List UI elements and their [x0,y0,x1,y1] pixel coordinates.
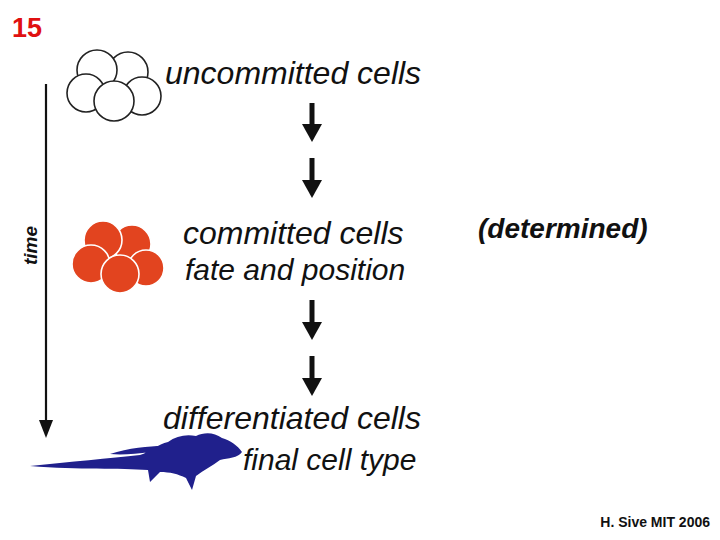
committed-cell-cluster [72,221,164,293]
stage-label: differentiated cells [163,401,421,436]
stage-label: uncommitted cells [165,56,421,91]
credit-label: H. Sive MIT 2006 [600,515,710,530]
note-label: (determined) [478,214,648,245]
axis-label: time [22,225,43,264]
stage-sublabel: fate and position [185,253,405,286]
stage-sublabel: final cell type [243,443,416,476]
uncommitted-cell-cluster [67,50,161,121]
stage-label: committed cells [183,216,404,251]
slide-number: 15 [12,14,42,44]
differentiated-cell [30,433,242,490]
